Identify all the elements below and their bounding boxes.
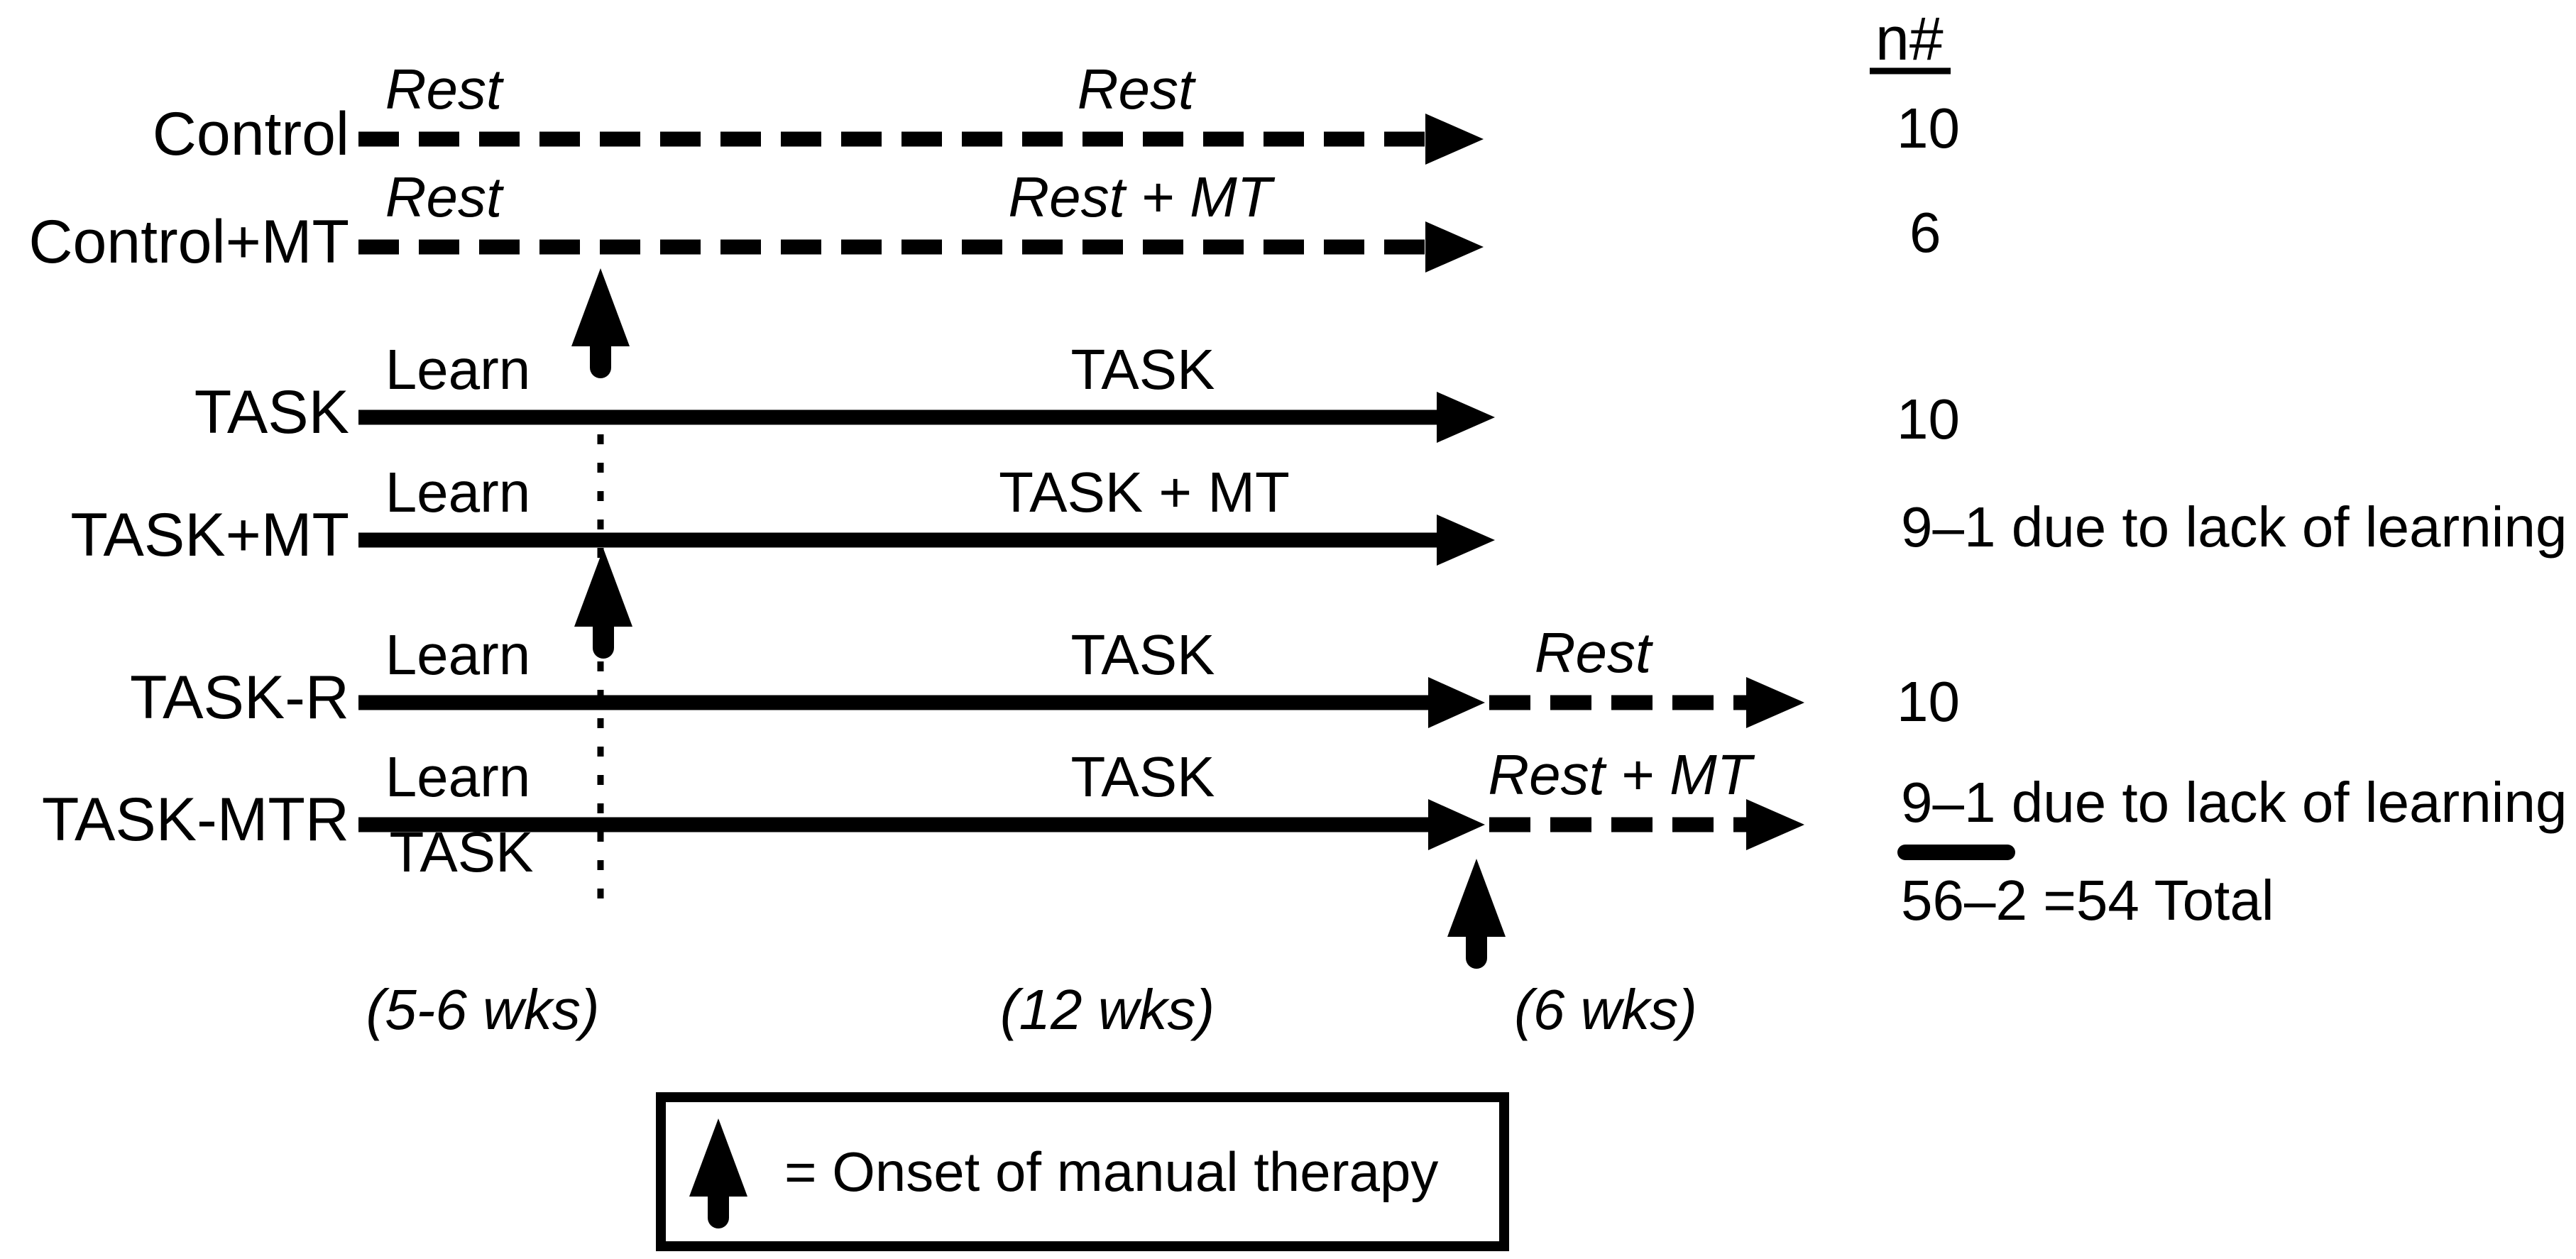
up-arrowhead-icon bbox=[571, 268, 630, 346]
mt-onset-arrow-control-mt bbox=[571, 268, 630, 378]
n-total: 56–2 =54 Total bbox=[1901, 869, 2274, 932]
row-label-task-mt: TASK+MT bbox=[70, 501, 349, 569]
control-phase1-label: Rest bbox=[385, 57, 504, 121]
n-value-task-mtr: 9–1 due to lack of learning bbox=[1901, 771, 2567, 834]
control-phase2-label: Rest bbox=[1078, 57, 1196, 121]
task-mt-phase1-label: Learn bbox=[385, 461, 531, 524]
control-mt-phase1-label: Rest bbox=[385, 165, 504, 229]
n-value-control: 10 bbox=[1897, 97, 1960, 160]
row-label-control: Control bbox=[153, 100, 349, 168]
up-arrowhead-icon bbox=[689, 1118, 747, 1197]
row-label-task: TASK bbox=[194, 378, 349, 446]
n-value-control-mt: 6 bbox=[1909, 201, 1941, 264]
n-column-header: n# bbox=[1875, 5, 1944, 73]
n-value-task-mt: 9–1 due to lack of learning bbox=[1901, 495, 2567, 559]
control-mt-phase2-label: Rest + MT bbox=[1008, 165, 1275, 229]
phase3-duration-label: (6 wks) bbox=[1514, 978, 1697, 1041]
row-task-r: TASK-R Learn TASK Rest bbox=[130, 621, 1804, 732]
task-arrowhead-icon bbox=[1437, 392, 1495, 443]
row-task-mtr: TASK-MTR Learn TASK TASK Rest + MT bbox=[42, 743, 1804, 969]
phase2-duration-label: (12 wks) bbox=[1000, 978, 1215, 1041]
row-label-task-r: TASK-R bbox=[130, 664, 349, 732]
legend-up-arrow-icon bbox=[689, 1118, 747, 1228]
task-mtr-end-arrowhead-icon bbox=[1746, 799, 1804, 850]
task-mtr-phase1-label: Learn bbox=[385, 745, 531, 808]
up-arrowhead-icon bbox=[574, 549, 632, 627]
task-mt-phase2-label: TASK + MT bbox=[999, 461, 1290, 524]
task-mtr-phase2-label: TASK bbox=[1070, 745, 1215, 808]
control-arrowhead-icon bbox=[1425, 114, 1484, 165]
phase1-duration-label: (5-6 wks) bbox=[366, 978, 600, 1041]
n-value-task: 10 bbox=[1897, 387, 1960, 451]
task-mt-arrowhead-icon bbox=[1437, 515, 1495, 566]
legend-box bbox=[656, 1092, 1509, 1251]
n-value-task-r: 10 bbox=[1897, 670, 1960, 733]
task-r-mid-arrowhead-icon bbox=[1428, 677, 1485, 728]
row-task-mt: TASK+MT Learn TASK + MT bbox=[70, 461, 1495, 659]
row-control-mt: Control+MT Rest Rest + MT bbox=[28, 165, 1484, 378]
row-label-task-mtr: TASK-MTR bbox=[42, 786, 349, 854]
row-task: TASK Learn TASK bbox=[194, 338, 1495, 446]
legend: = Onset of manual therapy bbox=[656, 1092, 1509, 1251]
row-label-control-mt: Control+MT bbox=[28, 208, 349, 276]
task-r-end-arrowhead-icon bbox=[1746, 677, 1804, 728]
task-mtr-mid-arrowhead-icon bbox=[1428, 799, 1485, 850]
n-column: n# 10 6 10 9–1 due to lack of learning 1… bbox=[1870, 5, 2567, 932]
phase-durations: (5-6 wks) (12 wks) (6 wks) bbox=[366, 978, 1697, 1041]
row-control: Control Rest Rest bbox=[153, 57, 1484, 168]
task-phase1-label: Learn bbox=[385, 338, 531, 401]
task-r-phase3-label: Rest bbox=[1535, 621, 1653, 684]
task-phase2-label: TASK bbox=[1070, 338, 1215, 401]
legend-label: = Onset of manual therapy bbox=[784, 1140, 1438, 1203]
task-r-phase1-label: Learn bbox=[385, 623, 531, 686]
control-mt-arrowhead-icon bbox=[1425, 221, 1484, 273]
task-mtr-phase3-label: Rest + MT bbox=[1488, 743, 1755, 806]
task-r-phase2-label: TASK bbox=[1070, 623, 1215, 686]
up-arrowhead-icon bbox=[1447, 859, 1506, 937]
mt-onset-arrow-task-mtr bbox=[1447, 859, 1506, 969]
